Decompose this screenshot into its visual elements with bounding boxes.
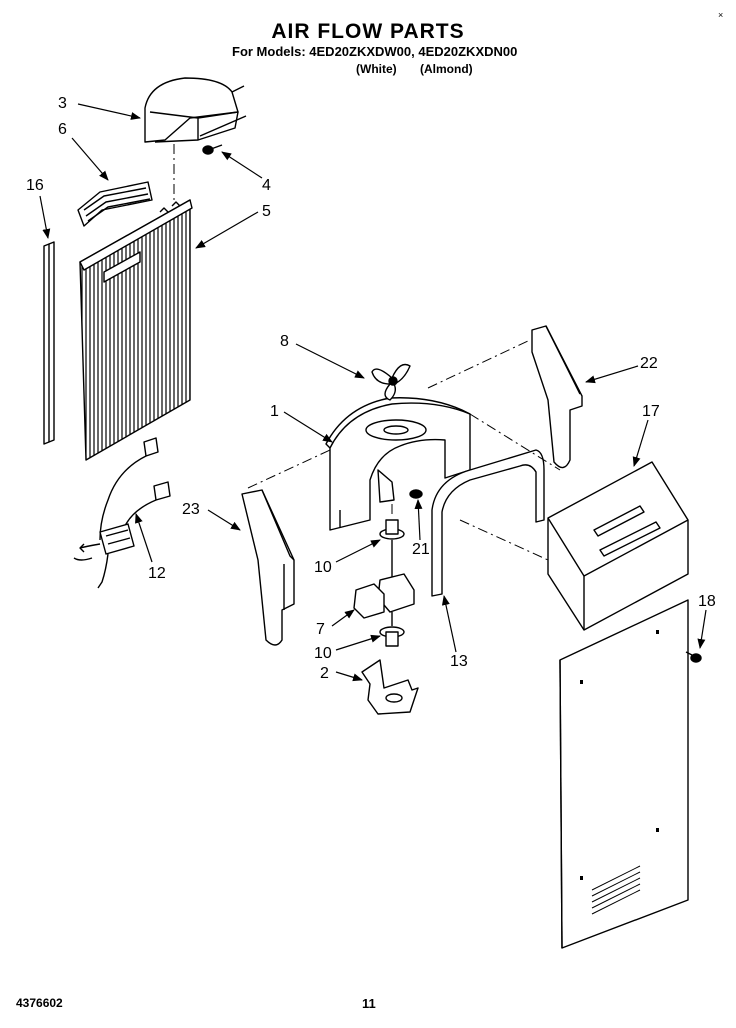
part-23-side-panel bbox=[241, 489, 295, 646]
rear-panel bbox=[559, 599, 689, 949]
callout-16: 16 bbox=[26, 177, 44, 194]
callout-7: 7 bbox=[316, 621, 325, 638]
part-17-top-cover bbox=[547, 461, 689, 631]
callout-6: 6 bbox=[58, 121, 67, 138]
callout-labels: 3 6 16 4 5 8 1 23 12 22 17 18 10 21 7 10… bbox=[26, 95, 716, 682]
callout-1: 1 bbox=[270, 403, 279, 420]
part-8-fan-blade bbox=[371, 363, 411, 401]
page-title: AIR FLOW PARTS bbox=[271, 20, 465, 43]
callout-17: 17 bbox=[642, 403, 660, 420]
part-6-grille bbox=[77, 181, 153, 227]
callout-23: 23 bbox=[182, 501, 200, 518]
model-numbers: For Models: 4ED20ZKXDW00, 4ED20ZKXDN00 bbox=[232, 44, 518, 59]
alignment-lines bbox=[173, 144, 561, 561]
part-21-nut bbox=[409, 489, 423, 499]
callout-21: 21 bbox=[412, 541, 430, 558]
page-number: 11 bbox=[362, 996, 376, 1011]
part-16-strip bbox=[43, 241, 55, 445]
callout-13: 13 bbox=[450, 653, 468, 670]
part-12-wire-harness bbox=[73, 437, 171, 589]
callout-10-lower: 10 bbox=[314, 645, 332, 662]
callout-4: 4 bbox=[262, 177, 271, 194]
part-10-grommet-lower bbox=[379, 626, 405, 647]
part-5-cover-panel bbox=[79, 199, 193, 461]
callout-3: 3 bbox=[58, 95, 67, 112]
part-18-screw bbox=[685, 651, 702, 663]
leader-lines bbox=[39, 103, 707, 682]
part-22-side-panel bbox=[531, 325, 583, 469]
callout-2: 2 bbox=[320, 665, 329, 682]
callout-8: 8 bbox=[280, 333, 289, 350]
document-number: 4376602 bbox=[16, 996, 63, 1010]
variant-almond: (Almond) bbox=[420, 62, 473, 76]
part-7-fan-motor bbox=[353, 540, 415, 626]
part-4-screw bbox=[202, 144, 223, 155]
part-2-bracket bbox=[361, 659, 419, 715]
variant-white: (White) bbox=[356, 62, 397, 76]
part-13-gasket bbox=[431, 449, 545, 597]
corner-mark: × bbox=[718, 10, 724, 20]
callout-22: 22 bbox=[640, 355, 658, 372]
callout-18: 18 bbox=[698, 593, 716, 610]
part-10-grommet-upper bbox=[379, 519, 405, 540]
callout-5: 5 bbox=[262, 203, 271, 220]
callout-12: 12 bbox=[148, 565, 166, 582]
part-3-diffuser bbox=[144, 77, 247, 143]
part-1-fan-shroud bbox=[325, 397, 471, 531]
callout-10-upper: 10 bbox=[314, 559, 332, 576]
